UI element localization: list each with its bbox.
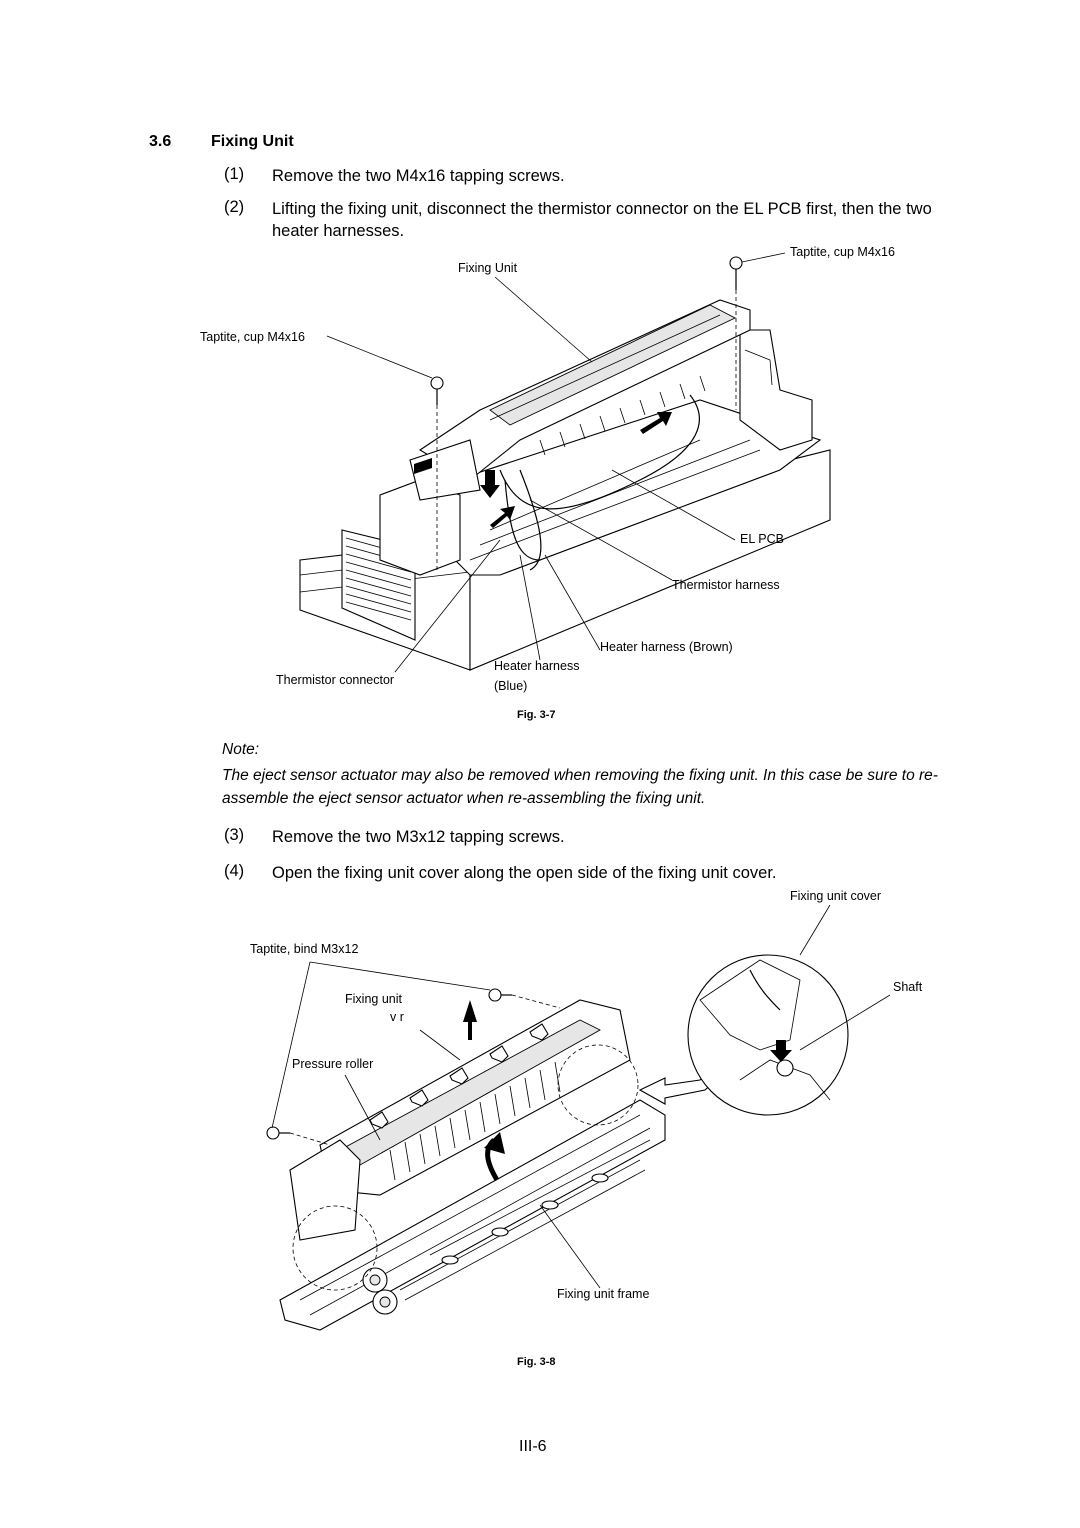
step-3-number: (3)	[224, 826, 245, 844]
fig37-label-heater-blue-2: (Blue)	[494, 679, 528, 693]
fig37-caption: Fig. 3-7	[517, 709, 556, 721]
step-2-text: Lifting the fixing unit, disconnect the …	[272, 200, 932, 240]
step-4-number: (4)	[224, 862, 245, 880]
step-2-number: (2)	[224, 198, 245, 216]
fig37-label-thermistor-connector: Thermistor connector	[276, 673, 395, 687]
fig37-label-taptite-right: Taptite, cup M4x16	[790, 245, 895, 259]
fig37-label-heater-blue-1: Heater harness	[494, 659, 580, 673]
fig37-label-fixing-unit: Fixing Unit	[458, 261, 518, 275]
step-1-text: Remove the two M4x16 tapping screws.	[272, 167, 565, 185]
step-1-number: (1)	[224, 165, 245, 183]
fig37-label-taptite-left: Taptite, cup M4x16	[200, 330, 305, 344]
screw-left-icon	[430, 376, 444, 570]
fig-3-8-illustration	[266, 904, 891, 1331]
screw-left-icon	[266, 1126, 331, 1146]
fig37-label-el-pcb: EL PCB	[740, 532, 785, 546]
fig37-label-heater-brown: Heater harness (Brown)	[600, 640, 733, 654]
fig-3-7-illustration	[299, 252, 831, 673]
step-4-text: Open the fixing unit cover along the ope…	[272, 864, 777, 882]
fig38-label-taptite-bind: Taptite, bind M3x12	[250, 942, 359, 956]
page-number: III-6	[519, 1438, 547, 1455]
fig38-label-pressure-roller: Pressure roller	[292, 1057, 374, 1071]
note-text: The eject sensor actuator may also be re…	[222, 767, 938, 807]
fig38-label-fixing-unit-frame: Fixing unit frame	[557, 1287, 650, 1301]
fig38-label-fixing-unit-cover: Fixing unit cover	[790, 889, 882, 903]
fig38-label-fixing-unit-suffix: v r	[390, 1010, 404, 1024]
fig38-caption: Fig. 3-8	[517, 1356, 556, 1368]
step-3-text: Remove the two M3x12 tapping screws.	[272, 828, 565, 846]
screw-top-icon	[488, 988, 561, 1009]
fig37-label-thermistor-harness: Thermistor harness	[672, 578, 780, 592]
fig38-label-shaft: Shaft	[893, 980, 923, 994]
screw-right-icon	[729, 256, 743, 410]
note-heading: Note:	[222, 741, 260, 758]
section-title: Fixing Unit	[211, 133, 294, 150]
section-number: 3.6	[149, 133, 172, 150]
fig38-label-fixing-unit: Fixing unit	[345, 992, 402, 1006]
